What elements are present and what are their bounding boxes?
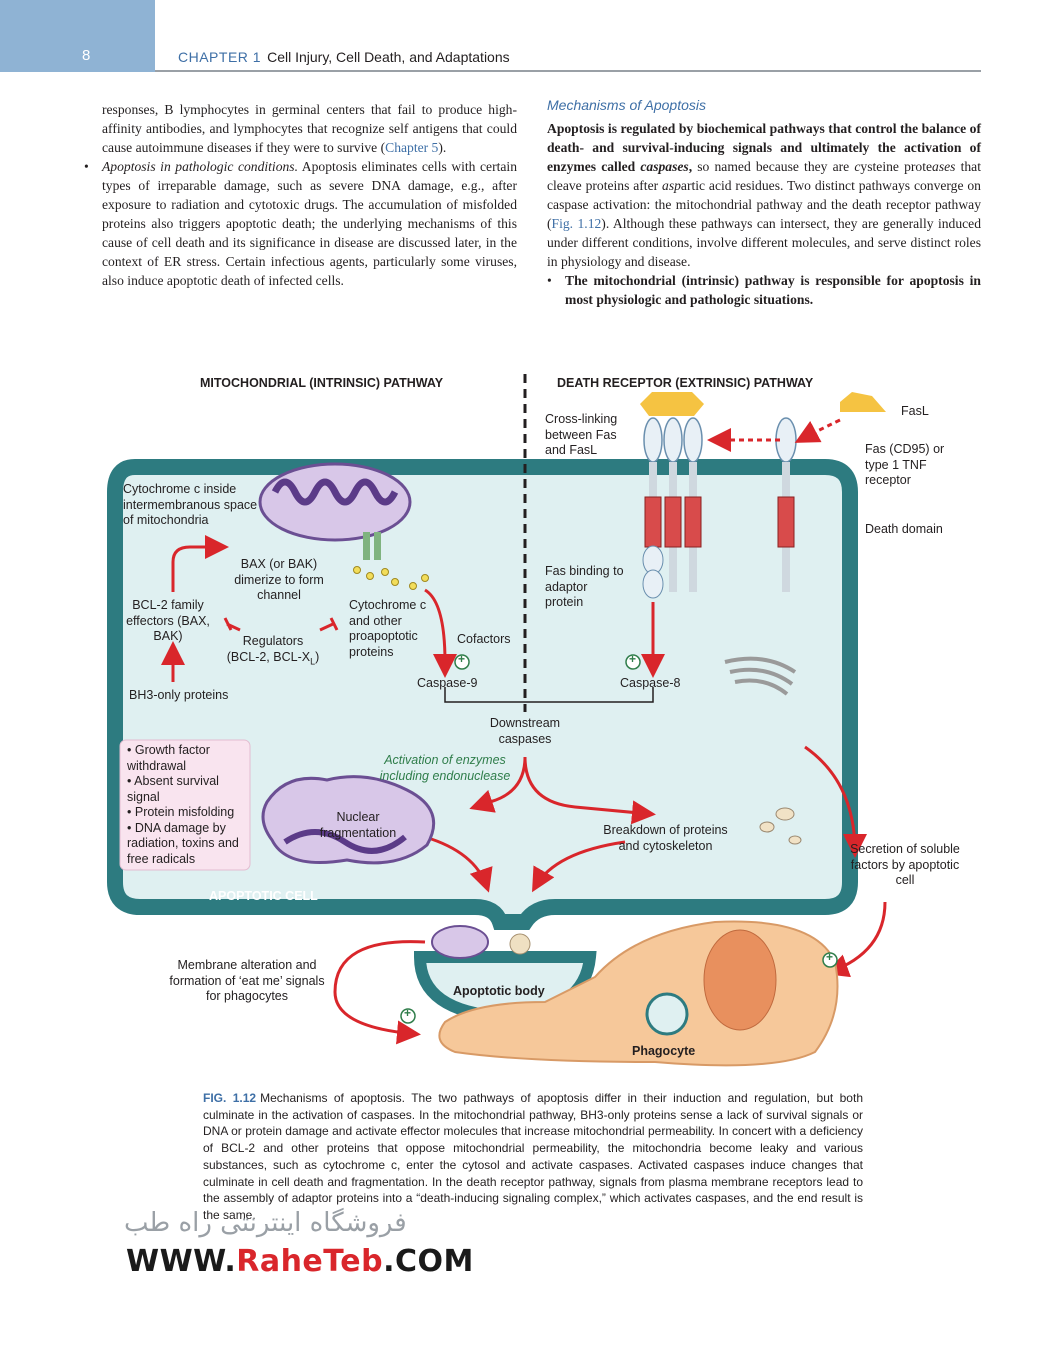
title-extrinsic: DEATH RECEPTOR (EXTRINSIC) PATHWAY bbox=[557, 376, 814, 390]
phagocyte-nucleus-icon bbox=[703, 929, 777, 1031]
text: responses, B lymphocytes in germinal cen… bbox=[102, 102, 517, 155]
left-column: responses, B lymphocytes in germinal cen… bbox=[84, 100, 517, 290]
label-membrane: Membrane alteration and formation of ‘ea… bbox=[169, 958, 325, 1003]
text: ). Although these pathways can intersect… bbox=[547, 216, 981, 269]
italic-text: Apoptosis in pathologic conditions. bbox=[102, 159, 298, 174]
label-caspase-8: Caspase-8 bbox=[620, 676, 681, 690]
trigger-item: • Absent survival signal bbox=[127, 774, 219, 804]
text: Apoptosis eliminates cells with certain … bbox=[102, 159, 517, 288]
label-bax-dimerize: BAX (or BAK) dimerize to form channel bbox=[234, 557, 324, 602]
trigger-text: DNA damage by radiation, toxins and free… bbox=[127, 820, 239, 866]
label-secretion: Secretion of soluble factors by apoptoti… bbox=[850, 842, 960, 887]
bullet-marker: • bbox=[547, 273, 552, 288]
bold-text: , bbox=[688, 159, 693, 174]
nucleus-fragment-icon bbox=[261, 775, 436, 865]
trigger-item: • DNA damage by radiation, toxins and fr… bbox=[127, 820, 239, 866]
bullet-item: • Apoptosis in pathologic conditions. Apo… bbox=[84, 157, 517, 290]
label-breakdown: Breakdown of proteins and cytoskeleton bbox=[603, 823, 728, 853]
trigger-item: • Protein misfolding bbox=[127, 805, 235, 819]
trigger-text: Protein misfolding bbox=[134, 805, 235, 819]
url-brand: RaheTeb bbox=[236, 1244, 384, 1279]
running-header: CHAPTER 1 Cell Injury, Cell Death, and Ad… bbox=[178, 49, 510, 65]
right-column: Mechanisms of Apoptosis Apoptosis is reg… bbox=[547, 96, 981, 309]
watermark-url: WWW.RaheTeb.COM bbox=[126, 1244, 474, 1279]
chapter-link[interactable]: Chapter 5 bbox=[385, 140, 439, 155]
text: artic acid residues. Two distinct pathwa… bbox=[547, 178, 981, 231]
title-intrinsic: MITOCHONDRIAL (INTRINSIC) PATHWAY bbox=[200, 376, 444, 390]
label-apoptotic-cell: APOPTOTIC CELL bbox=[209, 889, 318, 903]
label-apoptotic-body: Apoptotic body bbox=[453, 984, 545, 998]
italic-text: asp bbox=[662, 178, 681, 193]
figure-link[interactable]: Fig. 1.12 bbox=[551, 216, 602, 231]
apoptosis-figure: MITOCHONDRIAL (INTRINSIC) PATHWAY DEATH … bbox=[95, 362, 975, 1082]
bold-text: Apoptosis is regulated by biochemical pa… bbox=[547, 121, 981, 174]
bullet-item: • The mitochondrial (intrinsic) pathway i… bbox=[547, 271, 981, 309]
text: ysteine prote bbox=[860, 159, 933, 174]
label-bcl2-effectors: BCL-2 family effectors (BAX, BAK) bbox=[126, 598, 210, 643]
label-cofactors: Cofactors bbox=[457, 632, 511, 646]
engulfed-body-icon bbox=[645, 992, 689, 1036]
header-rule bbox=[155, 70, 981, 72]
label-regulators: Regulators(BCL-2, BCL-XL) bbox=[219, 634, 327, 670]
caption-text: Mechanisms of apoptosis. The two pathway… bbox=[203, 1091, 863, 1222]
fas-receptors-crosslinked bbox=[640, 392, 704, 599]
page-number: 8 bbox=[82, 47, 91, 64]
url-prefix: WWW. bbox=[126, 1244, 237, 1279]
trigger-text: Growth factor withdrawal bbox=[127, 743, 210, 773]
label-nuclear: Nuclear fragmentation bbox=[319, 810, 397, 840]
plus-sign: + bbox=[826, 950, 834, 964]
label-cytochrome-other: Cytochrome c and other proapoptotic prot… bbox=[349, 598, 427, 659]
header-tab bbox=[0, 0, 155, 72]
label-caspase-9: Caspase-9 bbox=[417, 676, 478, 690]
regulators-sub: L bbox=[310, 656, 316, 666]
label-downstream: Downstream caspases bbox=[489, 716, 561, 746]
plus-sign: + bbox=[629, 652, 637, 666]
figure-artwork bbox=[107, 374, 887, 1067]
text: that cleave proteins after bbox=[547, 159, 981, 193]
text: ). bbox=[438, 140, 447, 155]
label-bh3: BH3-only proteins bbox=[129, 688, 229, 702]
italic-text: c bbox=[854, 159, 861, 174]
bullet-marker: • bbox=[84, 159, 89, 174]
golgi-icon bbox=[724, 656, 797, 696]
paragraph: responses, B lymphocytes in germinal cen… bbox=[102, 100, 517, 157]
label-phagocyte: Phagocyte bbox=[632, 1044, 696, 1058]
watermark-persian: فروشگاه اینترنتی راه طب bbox=[124, 1208, 407, 1238]
italic-text: ases bbox=[932, 159, 956, 174]
trigger-text: Absent survival signal bbox=[127, 774, 219, 804]
trigger-item: • Growth factor withdrawal bbox=[127, 743, 210, 773]
regulators-list: (BCL-2, BCL-X bbox=[226, 649, 311, 664]
label-fas-binding: Fas binding to adaptor protein bbox=[545, 564, 624, 609]
chapter-label: CHAPTER 1 bbox=[178, 49, 262, 65]
section-subhead: Mechanisms of Apoptosis bbox=[547, 97, 706, 113]
bold-text: The mitochondrial (intrinsic) pathway is… bbox=[565, 273, 981, 307]
label-fasl: FasL bbox=[901, 404, 929, 418]
caption-label: FIG. 1.12 bbox=[203, 1091, 257, 1105]
label-fas-receptor: Fas (CD95) or type 1 TNF receptor bbox=[865, 442, 945, 487]
text: so named because they are bbox=[692, 159, 855, 174]
label-cross-linking: Cross-linking between Fas and FasL bbox=[545, 412, 618, 457]
trigger-list: • Growth factor withdrawal • Absent surv… bbox=[127, 743, 252, 867]
label-activation: Activation of enzymes including endonucl… bbox=[379, 753, 511, 783]
chapter-title: Cell Injury, Cell Death, and Adaptations bbox=[267, 49, 510, 65]
regulators-title: Regulators bbox=[242, 634, 304, 648]
paragraph: Apoptosis is regulated by biochemical pa… bbox=[547, 119, 981, 271]
regulators-close: ) bbox=[315, 649, 320, 664]
bold-italic-text: caspases bbox=[640, 159, 689, 174]
url-suffix: .COM bbox=[383, 1244, 474, 1279]
trigger-box bbox=[119, 739, 251, 871]
plus-sign: + bbox=[458, 652, 466, 666]
plus-sign: + bbox=[404, 1006, 412, 1020]
label-death-domain: Death domain bbox=[865, 522, 943, 536]
label-cytochrome-inside: Cytochrome c inside intermembranous spac… bbox=[123, 482, 258, 527]
